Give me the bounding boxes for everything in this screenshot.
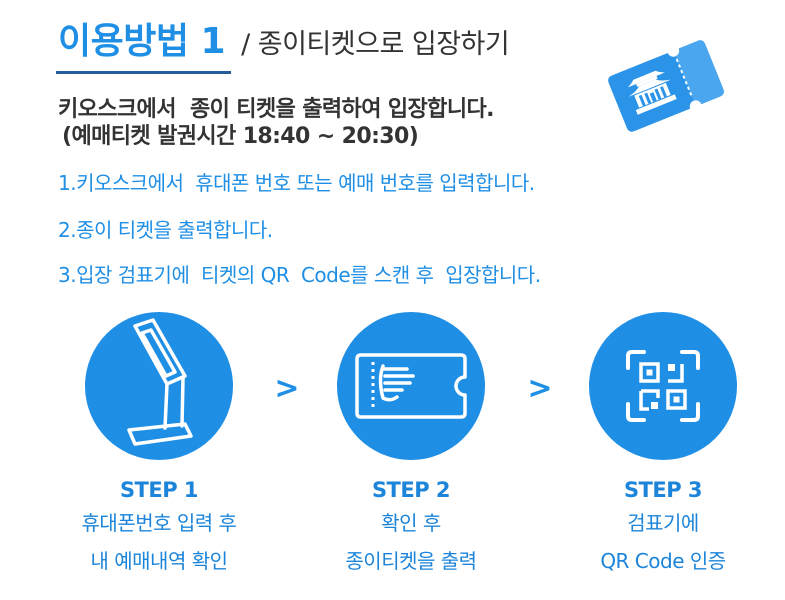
ticket-issue-hours: (예매티켓 발권시간 18:40 ~ 20:30) [62, 124, 419, 149]
scan-corner-top-left [626, 350, 646, 370]
step-3-circle [589, 312, 737, 460]
page-subtitle: / 종이티켓으로 입장하기 [241, 29, 510, 60]
scan-corner-top-right [680, 350, 700, 370]
ticket-outline [355, 353, 467, 419]
step-1-desc-line-2: 내 예매내역 확인 [90, 549, 228, 573]
step-1-label: STEP 1 [119, 478, 199, 502]
palace-column [654, 88, 662, 100]
scan-corner-bottom-right [680, 402, 700, 422]
step-arrow-1: > [274, 371, 300, 406]
ticket-stub [675, 40, 724, 105]
palace-column [638, 94, 646, 107]
palace-icon [627, 70, 677, 115]
hand-palm [378, 364, 399, 402]
step-2-desc-line-2: 종이티켓을 출력 [345, 549, 477, 573]
palace-upper-roof [627, 70, 665, 88]
qr-module [646, 369, 653, 376]
intro-text: 키오스크에서 종이 티켓을 출력하여 입장합니다. [58, 97, 494, 122]
palace-upper-body [636, 75, 658, 87]
instruction-1: 1.키오스크에서 휴대폰 번호 또는 예매 번호를 입력합니다. [58, 171, 535, 195]
hand-fingers [383, 367, 415, 392]
qr-module [668, 364, 684, 383]
qr-module [666, 389, 687, 410]
kiosk-base [127, 422, 193, 446]
ticket-group [608, 40, 724, 132]
kiosk-stand [163, 376, 185, 430]
instruction-2: 2.종이 티켓을 출력합니다. [58, 218, 273, 242]
step-2: STEP 2 확인 후 종이티켓을 출력 [291, 476, 531, 580]
qr-scan-icon [626, 350, 700, 422]
step-2-label: STEP 2 [371, 478, 451, 502]
step-2-desc-line-1: 확인 후 [381, 511, 441, 535]
qr-module [651, 402, 658, 409]
palace-column [660, 86, 667, 98]
kiosk-icon [127, 318, 193, 446]
page-title: 이용방법 1 [56, 19, 232, 74]
step-1-desc-line-1: 휴대폰번호 입력 후 [81, 511, 237, 535]
palace-lower-roof [628, 79, 671, 97]
qr-code [639, 362, 687, 411]
instruction-3: 3.입장 검표기에 티켓의 QR Code를 스캔 후 입장합니다. [58, 263, 541, 287]
kiosk-head [133, 318, 187, 386]
step-arrow-2: > [527, 371, 553, 406]
step-2-circle [337, 312, 485, 460]
qr-module [639, 389, 660, 411]
qr-module [668, 364, 675, 371]
kiosk-screen [140, 328, 177, 378]
palace-door [649, 92, 657, 103]
qr-module [673, 396, 680, 403]
ticket-icon [355, 353, 467, 419]
step-3-label: STEP 3 [623, 478, 703, 502]
qr-module [639, 362, 660, 383]
step-3-desc-line-2: QR Code 인증 [600, 549, 726, 573]
title-row: 이용방법 1 / 종이티켓으로 입장하기 [56, 19, 510, 74]
palace-base [635, 94, 677, 115]
step-3: STEP 3 검표기에 QR Code 인증 [543, 476, 783, 580]
step-1: STEP 1 휴대폰번호 입력 후 내 예매내역 확인 [39, 476, 279, 580]
ticket-palace-icon [608, 40, 724, 132]
step-1-circle [85, 312, 233, 460]
palace-column [644, 92, 652, 104]
scan-corner-bottom-left [626, 402, 646, 422]
hand-icon [378, 364, 415, 402]
step-3-desc-line-1: 검표기에 [627, 511, 699, 535]
